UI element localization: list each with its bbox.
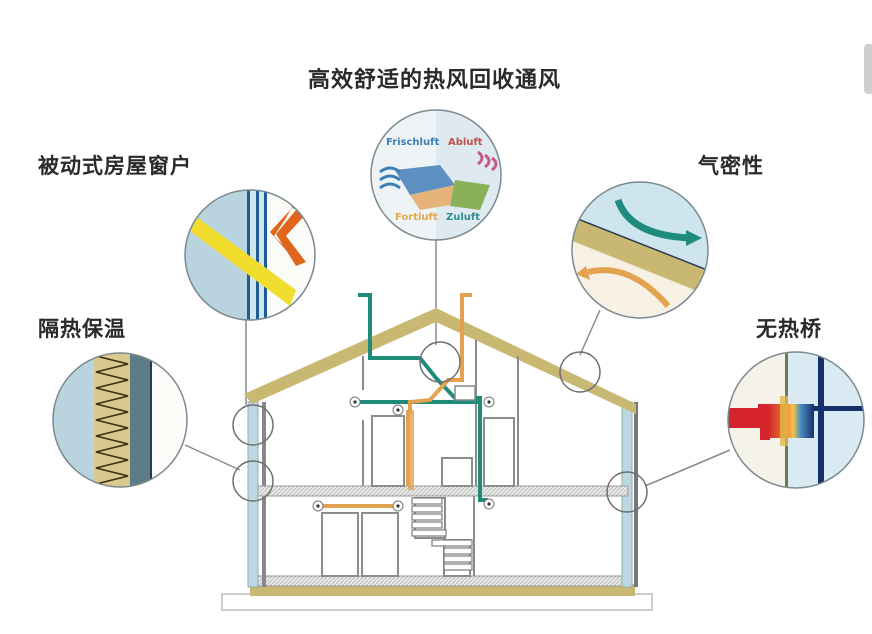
leader-lines xyxy=(184,240,731,487)
thermal-bridge-inset xyxy=(727,351,865,489)
foundation xyxy=(250,584,635,596)
ground-floor-slab xyxy=(257,575,629,587)
vent-label-supply-air: Zuluft xyxy=(446,212,480,223)
vent-label-exhaust-air: Abluft xyxy=(448,137,483,148)
staircase xyxy=(411,497,473,571)
vent-label-fresh-air: Frischluft xyxy=(386,137,439,148)
insulation-inset xyxy=(52,352,188,488)
exhaust-riser xyxy=(408,410,414,490)
label-passive-window: 被动式房屋窗户 xyxy=(38,154,192,178)
label-insulation: 隔热保温 xyxy=(38,317,126,341)
upper-floor-slab xyxy=(257,485,629,497)
ground-base xyxy=(221,593,653,611)
airtightness-inset xyxy=(571,181,709,319)
callout-markers xyxy=(232,341,648,513)
vent-diffuser-dots xyxy=(316,400,491,508)
vent-label-outgoing-air: Fortluft xyxy=(395,212,438,223)
window-inset xyxy=(184,189,316,321)
heat-recovery-unit xyxy=(454,385,476,401)
label-airtightness: 气密性 xyxy=(698,154,764,178)
supply-duct xyxy=(355,293,488,502)
diagram-title: 高效舒适的热风回收通风 xyxy=(308,68,562,93)
roof xyxy=(244,308,636,414)
label-no-thermal-bridge: 无热桥 xyxy=(756,317,822,341)
scrollbar-thumb[interactable] xyxy=(864,44,872,94)
interior-walls xyxy=(321,340,519,577)
ventilation-inset: Frischluft Abluft Fortluft Zuluft xyxy=(370,109,502,241)
